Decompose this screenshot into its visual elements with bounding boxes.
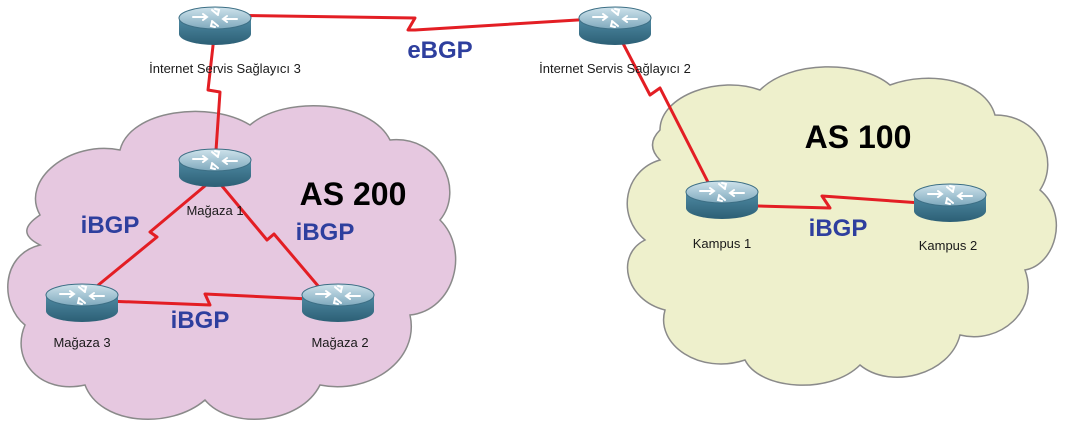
router-campus1-icon[interactable] (685, 180, 759, 220)
label-store2: Mağaza 2 (311, 335, 368, 350)
router-isp2-icon[interactable] (578, 6, 652, 46)
router-store2-icon[interactable] (301, 283, 375, 323)
as100-label: AS 100 (805, 119, 912, 155)
label-campus1: Kampus 1 (693, 236, 752, 251)
link-isp2-campus1 (613, 27, 714, 191)
router-isp3-icon[interactable] (178, 6, 252, 46)
link-store1-store3 (79, 178, 213, 302)
label-isp2: İnternet Servis Sağlayıcı 2 (539, 61, 691, 76)
link-campus1-campus2 (719, 194, 951, 210)
label-isp3: İnternet Servis Sağlayıcı 3 (149, 61, 301, 76)
as200-label: AS 200 (300, 176, 407, 212)
link-isp3-isp2 (214, 13, 611, 32)
label-store1: Mağaza 1 (186, 203, 243, 218)
label-ebgp: eBGP (407, 37, 472, 64)
label-store3: Mağaza 3 (53, 335, 110, 350)
link-store1-store2 (215, 179, 332, 301)
as200-cloud (7, 104, 457, 420)
label-campus2: Kampus 2 (919, 238, 978, 253)
router-store3-icon[interactable] (45, 283, 119, 323)
as100-cloud (626, 66, 1057, 386)
label-ibgp-store1-store2: iBGP (296, 219, 355, 246)
router-store1-icon[interactable] (178, 148, 252, 188)
link-store3-store2 (79, 292, 331, 307)
label-ibgp-campus1-campus2: iBGP (809, 215, 868, 242)
label-ibgp-store3-store2: iBGP (171, 307, 230, 334)
router-campus2-icon[interactable] (913, 183, 987, 223)
link-isp3-store1 (206, 27, 222, 166)
label-ibgp-store1-store3: iBGP (81, 212, 140, 239)
